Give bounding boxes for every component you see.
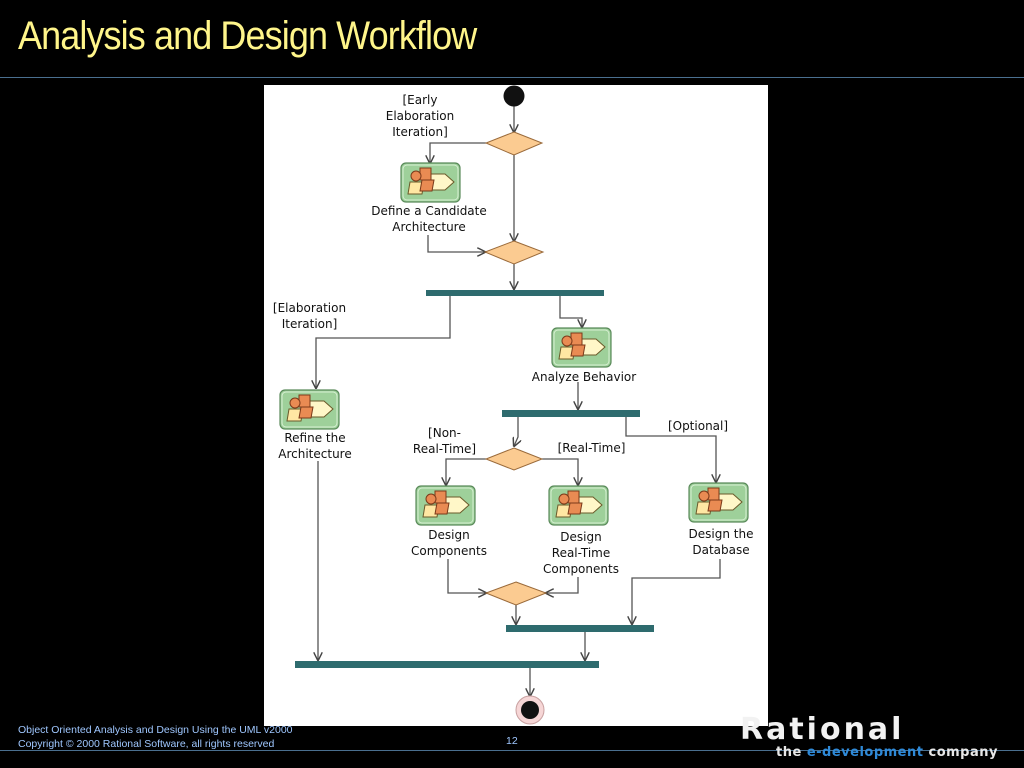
decision-diamond-1 [484, 131, 544, 156]
footer-course-title: Object Oriented Analysis and Design Usin… [18, 724, 293, 736]
join-bar-final [295, 661, 599, 668]
merge-diamond-2 [484, 581, 548, 606]
activity-refine-architecture-label: Refine the Architecture [278, 431, 352, 461]
decision-diamond-2 [484, 447, 544, 471]
guard-non-real-time: [Non- Real-Time] [412, 426, 477, 456]
design-components-icon [415, 485, 476, 526]
analyze-behavior-icon [551, 327, 612, 368]
define-candidate-icon [400, 162, 461, 203]
activity-design-database-label: Design the Database [688, 527, 754, 557]
rational-logo-tagline: the e-development company [776, 745, 998, 760]
guard-real-time: [Real-Time] [557, 441, 626, 455]
guard-early-elaboration: [Early Elaboration Iteration] [385, 93, 455, 139]
title-divider [0, 77, 1024, 78]
join-bar-1 [506, 625, 654, 632]
activity-analyze-behavior-label: Analyze Behavior [531, 370, 637, 384]
activity-design-realtime-label: Design Real-Time Components [543, 530, 619, 576]
activity-define-candidate-label: Define a Candidate Architecture [371, 204, 487, 234]
slide-title: Analysis and Design Workflow [18, 14, 477, 58]
footer-divider [0, 750, 1024, 751]
merge-diamond-1 [483, 240, 545, 265]
fork-bar-2 [502, 410, 640, 417]
guard-elaboration: [Elaboration Iteration] [272, 301, 347, 331]
activity-diagram: [Early Elaboration Iteration] Define a C… [264, 85, 768, 726]
rational-logo-wordmark: Rational [740, 712, 905, 747]
guard-optional: [Optional] [667, 419, 729, 433]
refine-architecture-icon [279, 389, 340, 430]
diagram-canvas [279, 85, 749, 725]
design-realtime-icon [548, 485, 609, 526]
page-number: 12 [506, 735, 518, 747]
footer-copyright: Copyright © 2000 Rational Software, all … [18, 738, 275, 750]
fork-bar-1 [426, 290, 604, 296]
initial-node [503, 85, 525, 107]
activity-design-components-label: Design Components [411, 528, 487, 558]
design-database-icon [688, 482, 749, 523]
